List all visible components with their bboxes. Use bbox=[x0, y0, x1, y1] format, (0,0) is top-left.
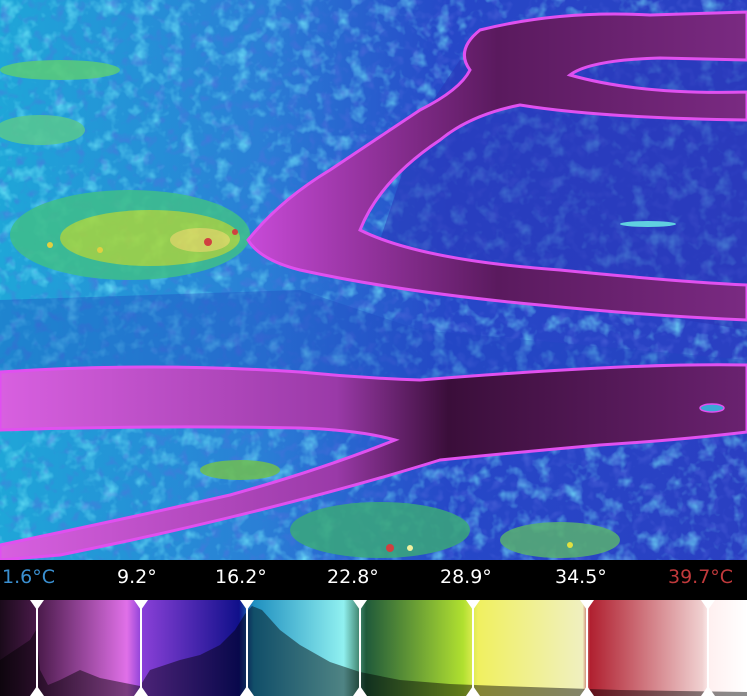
scale-label: 22.8° bbox=[327, 566, 379, 588]
palette-markers bbox=[30, 600, 715, 696]
palette-histogram-render bbox=[0, 600, 747, 696]
scale-label: 28.9° bbox=[440, 566, 492, 588]
temperature-scale: 1.6°C 9.2° 16.2° 22.8° 28.9° 34.5° 39.7°… bbox=[0, 560, 747, 600]
scale-label-min: 1.6°C bbox=[2, 566, 55, 588]
hot-spots bbox=[47, 221, 725, 552]
lower-river bbox=[0, 363, 747, 560]
scale-label: 16.2° bbox=[215, 566, 267, 588]
thermal-image bbox=[0, 0, 747, 560]
scale-label-max: 39.7°C bbox=[668, 566, 734, 588]
upper-river bbox=[246, 10, 747, 322]
scale-label: 9.2° bbox=[117, 566, 157, 588]
scale-label: 34.5° bbox=[555, 566, 607, 588]
histogram-curve bbox=[0, 606, 747, 696]
warm-patch bbox=[0, 60, 620, 558]
thermal-image-render bbox=[0, 0, 747, 560]
palette-histogram bbox=[0, 600, 747, 696]
